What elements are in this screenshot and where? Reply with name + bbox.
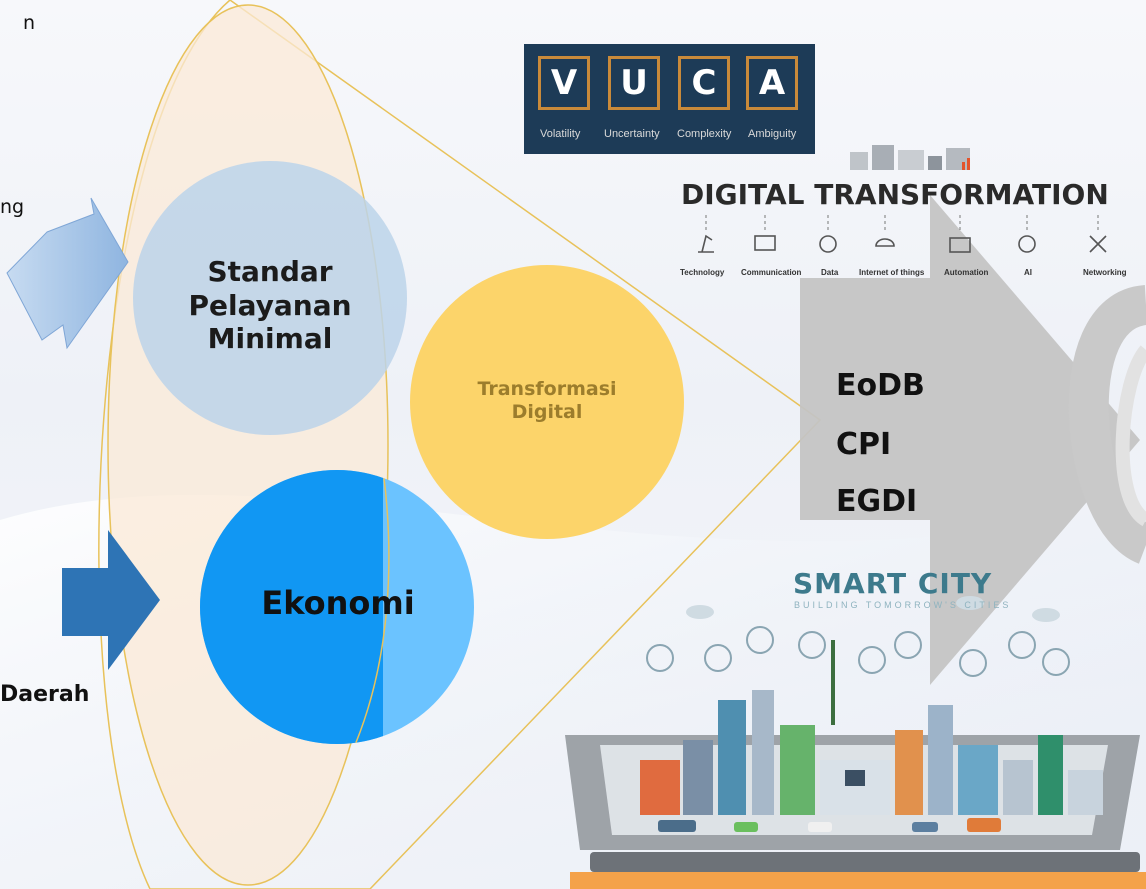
transformasi-label-line-1: Transformasi — [477, 378, 617, 400]
funnel-ellipse — [107, 4, 389, 886]
target-ring — [1068, 285, 1146, 564]
vuca-letter-a: A — [746, 56, 798, 110]
dt-label-networking: Networking — [1083, 268, 1127, 277]
vuca-letter-u: U — [608, 56, 660, 110]
target-ring-inner — [1115, 345, 1146, 527]
ekonomi-divider — [354, 470, 390, 744]
spm-label-line-3: Minimal — [207, 322, 333, 356]
dt-label-ai: AI — [1024, 268, 1032, 277]
data-icon — [819, 235, 837, 253]
dt-label-iot: Internet of things — [859, 268, 925, 277]
smart-city-illustration — [565, 596, 1146, 889]
vuca-word-uncertainty: Uncertainty — [604, 128, 660, 140]
vuca-letter-c: C — [678, 56, 730, 110]
spm-label: Standar Pelayanan Minimal — [180, 255, 360, 356]
spm-label-line-1: Standar — [207, 255, 333, 288]
vuca-logo: V U C A Volatility Uncertainty Complexit… — [524, 44, 815, 154]
dt-label-technology: Technology — [680, 268, 725, 277]
iot-icon — [875, 238, 895, 247]
left-text-middle: ng — [0, 196, 25, 218]
transformasi-label-line-2: Digital — [511, 400, 583, 423]
vuca-word-ambiguity: Ambiguity — [748, 128, 797, 140]
gray-arrow — [800, 195, 1140, 685]
vuca-letter-v: V — [538, 56, 590, 110]
left-text-bottom: Daerah — [0, 682, 90, 707]
smart-city-subtitle: BUILDING TOMORROW'S CITIES — [794, 600, 1012, 610]
transformasi-label: Transformasi Digital — [442, 378, 652, 424]
left-text-top: n — [23, 12, 36, 34]
ai-icon — [1018, 235, 1036, 253]
spm-circle — [133, 161, 407, 435]
spm-label-line-2: Pelayanan — [188, 288, 352, 322]
metric-eodb: EoDB — [836, 368, 925, 403]
smart-city-title: SMART CITY — [793, 567, 993, 600]
metric-cpi: CPI — [836, 427, 892, 462]
vuca-word-complexity: Complexity — [677, 128, 732, 140]
dt-label-automation: Automation — [944, 268, 989, 277]
automation-icon — [949, 237, 971, 253]
digital-transformation-icons — [698, 145, 1107, 253]
dt-connector-lines — [705, 215, 1099, 230]
ekonomi-label: Ekonomi — [261, 584, 415, 622]
metric-egdi: EGDI — [836, 484, 918, 519]
dt-label-data: Data — [821, 268, 839, 277]
communication-icon — [754, 235, 776, 251]
dt-label-communication: Communication — [741, 268, 802, 277]
light-blue-arrow — [6, 197, 129, 350]
technology-icon — [698, 234, 714, 253]
vuca-word-volatility: Volatility — [540, 128, 581, 140]
digital-transformation-title: DIGITAL TRANSFORMATION — [681, 178, 1109, 211]
networking-icon — [1089, 235, 1107, 253]
transformasi-circle — [410, 265, 684, 539]
dt-top-illustration-icon — [850, 145, 970, 170]
dark-blue-arrow — [62, 530, 160, 670]
